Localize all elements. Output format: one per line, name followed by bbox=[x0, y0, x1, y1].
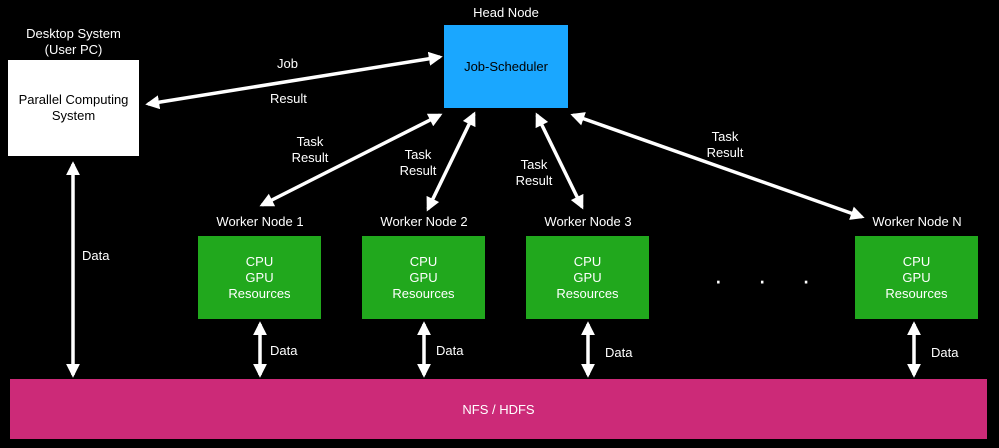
worker-1-data-label: Data bbox=[270, 343, 298, 358]
worker-3-cpu: CPU bbox=[573, 253, 602, 269]
worker-n-gpu: GPU bbox=[902, 269, 931, 285]
result-label: Result bbox=[270, 91, 307, 106]
job-result-arrow bbox=[145, 51, 443, 110]
desktop-title-line2: (User PC) bbox=[44, 42, 103, 57]
worker-node-3-title: Worker Node 3 bbox=[544, 214, 632, 229]
task-result-arrow-1 bbox=[259, 113, 443, 207]
worker-node-n-title: Worker Node N bbox=[872, 214, 962, 229]
worker-3-resources: Resources bbox=[556, 285, 619, 301]
task-result-label-2: Task Result bbox=[392, 147, 444, 179]
worker-2-cpu: CPU bbox=[409, 253, 438, 269]
worker-3-data-label: Data bbox=[605, 345, 633, 360]
desktop-box-line2: System bbox=[51, 108, 96, 123]
nfs-hdfs-storage: NFS / HDFS bbox=[10, 379, 987, 439]
worker-node-2-title: Worker Node 2 bbox=[380, 214, 468, 229]
nfs-hdfs-label: NFS / HDFS bbox=[462, 401, 535, 417]
result-label-n: Result bbox=[706, 145, 744, 160]
worker-node-1-title: Worker Node 1 bbox=[216, 214, 304, 229]
worker-node-2-box: CPU GPU Resources bbox=[362, 236, 485, 319]
task-label-2: Task bbox=[404, 147, 432, 162]
job-scheduler-box: Job-Scheduler bbox=[444, 25, 568, 108]
worker-2-gpu: GPU bbox=[409, 269, 438, 285]
worker-1-gpu: GPU bbox=[245, 269, 274, 285]
result-label-2: Result bbox=[399, 163, 437, 178]
task-result-label-3: Task Result bbox=[508, 157, 560, 189]
worker-1-resources: Resources bbox=[228, 285, 291, 301]
head-node-title: Head Node bbox=[473, 5, 539, 20]
worker-n-resources: Resources bbox=[885, 285, 948, 301]
job-scheduler-label: Job-Scheduler bbox=[464, 58, 548, 74]
worker-3-gpu: GPU bbox=[573, 269, 602, 285]
worker-node-1-box: CPU GPU Resources bbox=[198, 236, 321, 319]
task-label-3: Task bbox=[520, 157, 548, 172]
result-label-1: Result bbox=[291, 150, 329, 165]
worker-n-data-label: Data bbox=[931, 345, 959, 360]
task-result-arrow-2 bbox=[426, 111, 476, 212]
worker-1-cpu: CPU bbox=[245, 253, 274, 269]
worker-2-data-label: Data bbox=[436, 343, 464, 358]
task-result-arrow-n bbox=[570, 112, 865, 220]
worker-node-3-box: CPU GPU Resources bbox=[526, 236, 649, 319]
ellipsis: · · · bbox=[714, 265, 825, 295]
parallel-computing-system-box: Parallel Computing System bbox=[8, 60, 139, 156]
desktop-box-line1: Parallel Computing bbox=[18, 92, 129, 107]
desktop-title-line1: Desktop System bbox=[26, 26, 121, 41]
task-result-label-n: Task Result bbox=[699, 129, 751, 161]
worker-n-cpu: CPU bbox=[902, 253, 931, 269]
desktop-data-label: Data bbox=[82, 248, 110, 263]
worker-node-n-box: CPU GPU Resources bbox=[855, 236, 978, 319]
worker-2-resources: Resources bbox=[392, 285, 455, 301]
result-label-3: Result bbox=[515, 173, 553, 188]
desktop-title: Desktop System (User PC) bbox=[8, 26, 139, 58]
task-label-n: Task bbox=[711, 129, 739, 144]
task-label-1: Task bbox=[296, 134, 324, 149]
task-result-label-1: Task Result bbox=[284, 134, 336, 166]
job-label: Job bbox=[277, 56, 298, 71]
